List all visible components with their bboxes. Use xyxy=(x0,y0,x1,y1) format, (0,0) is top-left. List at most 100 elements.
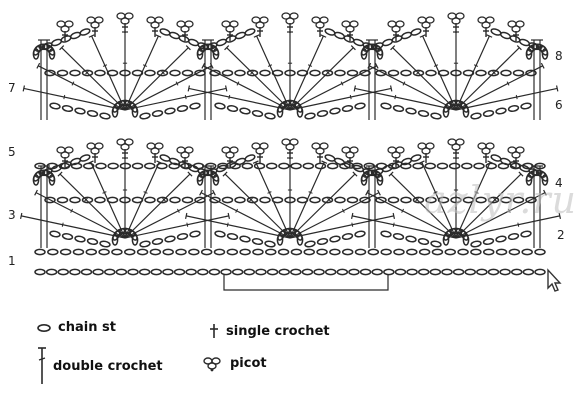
chain-stitch xyxy=(57,268,70,276)
chain-stitch xyxy=(156,196,169,204)
chain-stitch xyxy=(406,248,418,256)
chain-stitch xyxy=(329,107,341,115)
chain-stitch xyxy=(475,69,487,77)
picot xyxy=(515,146,525,154)
crochet-chart xyxy=(19,12,562,291)
double-crochet-top xyxy=(350,212,354,219)
chain-stitch xyxy=(334,196,346,204)
chain-stitch xyxy=(278,162,290,170)
chain-stitch xyxy=(107,162,119,170)
chain-stitch xyxy=(499,31,512,40)
chain-stitch xyxy=(359,268,372,276)
chain-stitch xyxy=(476,268,488,276)
chain-stitch xyxy=(359,69,371,77)
chain-stitch xyxy=(296,234,304,246)
double-crochet-top xyxy=(212,189,216,196)
chain-stitch xyxy=(209,196,221,204)
chain-stitch xyxy=(541,48,549,60)
picot xyxy=(64,146,74,154)
chain-stitch xyxy=(351,162,363,170)
single-crochet-icon xyxy=(210,324,218,338)
chain-stitch xyxy=(495,107,507,115)
chain-stitch xyxy=(452,268,465,276)
watermark: azlyr.ru xyxy=(424,178,578,222)
chain-stitch xyxy=(470,240,482,248)
chain-stitch xyxy=(204,162,217,170)
double-crochet-top xyxy=(57,171,63,177)
chain-stitch xyxy=(482,110,495,117)
double-crochet-bar xyxy=(70,208,74,213)
double-crochet-bar xyxy=(186,222,189,227)
double-crochet xyxy=(455,65,544,111)
double-crochet xyxy=(35,192,126,239)
double-crochet-bar xyxy=(341,208,345,213)
chain-stitch xyxy=(123,248,136,256)
chain-stitch xyxy=(534,268,546,276)
chain-stitch xyxy=(500,69,512,77)
chain-stitch xyxy=(457,248,469,256)
chain-stitch xyxy=(424,162,436,170)
double-crochet-bar xyxy=(102,191,107,194)
row-number-1: 1 xyxy=(8,254,16,268)
chain-stitch xyxy=(162,268,174,276)
chain-stitch xyxy=(251,238,264,245)
chain-stitch xyxy=(284,69,296,77)
picot xyxy=(154,142,164,150)
chain-stitch xyxy=(510,268,523,276)
double-crochet-bar xyxy=(267,64,273,67)
chain-stitch xyxy=(470,248,482,256)
double-crochet-top xyxy=(555,85,559,92)
row-number-6: 6 xyxy=(555,98,563,112)
double-crochet-bar xyxy=(228,94,231,100)
row-number-3: 3 xyxy=(8,208,16,222)
chain-stitch xyxy=(119,69,131,77)
double-crochet-top xyxy=(365,189,369,196)
double-crochet-top xyxy=(388,171,394,177)
chain-stitch xyxy=(221,196,234,204)
chain-stitch-icon xyxy=(37,323,51,332)
chain-stitch xyxy=(131,196,144,204)
chain-stitch xyxy=(181,69,194,77)
chain-stitch xyxy=(296,196,309,204)
chain-stitch xyxy=(313,268,325,276)
double-crochet xyxy=(124,65,213,111)
chain-stitch xyxy=(464,268,476,276)
chain-stitch xyxy=(346,69,359,77)
chain-stitch xyxy=(316,248,328,256)
double-crochet-bar xyxy=(161,70,165,75)
chain-stitch xyxy=(507,233,520,240)
double-crochet xyxy=(224,173,291,239)
chain-stitch xyxy=(354,248,367,256)
chain-stitch xyxy=(119,162,132,170)
picot xyxy=(395,146,405,154)
chain-stitch xyxy=(425,69,437,77)
double-crochet-bar xyxy=(402,81,406,86)
chain-stitch xyxy=(352,38,365,47)
chain-stitch xyxy=(94,69,106,77)
chain-stitch xyxy=(34,162,46,170)
chain-stitch xyxy=(159,28,171,36)
chain-stitch xyxy=(296,106,304,118)
chain-stitch xyxy=(69,268,81,276)
chain-stitch xyxy=(48,174,56,186)
legend-picot: picot xyxy=(200,354,267,372)
picot xyxy=(154,16,164,24)
double-crochet-top xyxy=(389,85,393,92)
picot xyxy=(124,12,134,20)
chain-stitch xyxy=(56,196,69,204)
double-crochet xyxy=(289,192,380,239)
chain-stitch xyxy=(185,268,197,276)
double-crochet-top xyxy=(184,212,188,219)
chain-stitch xyxy=(131,69,144,77)
chain-stitch xyxy=(341,233,354,240)
double-crochet-bar xyxy=(433,191,438,194)
chain-stitch xyxy=(437,69,450,77)
chain-stitch xyxy=(309,69,321,77)
double-crochet-bar xyxy=(102,64,108,67)
chain-stitch xyxy=(239,235,251,243)
picot xyxy=(425,142,435,150)
chain-stitch xyxy=(290,162,302,170)
double-crochet xyxy=(124,192,215,239)
chain-stitch xyxy=(521,248,533,256)
chain-stitch xyxy=(512,69,525,77)
